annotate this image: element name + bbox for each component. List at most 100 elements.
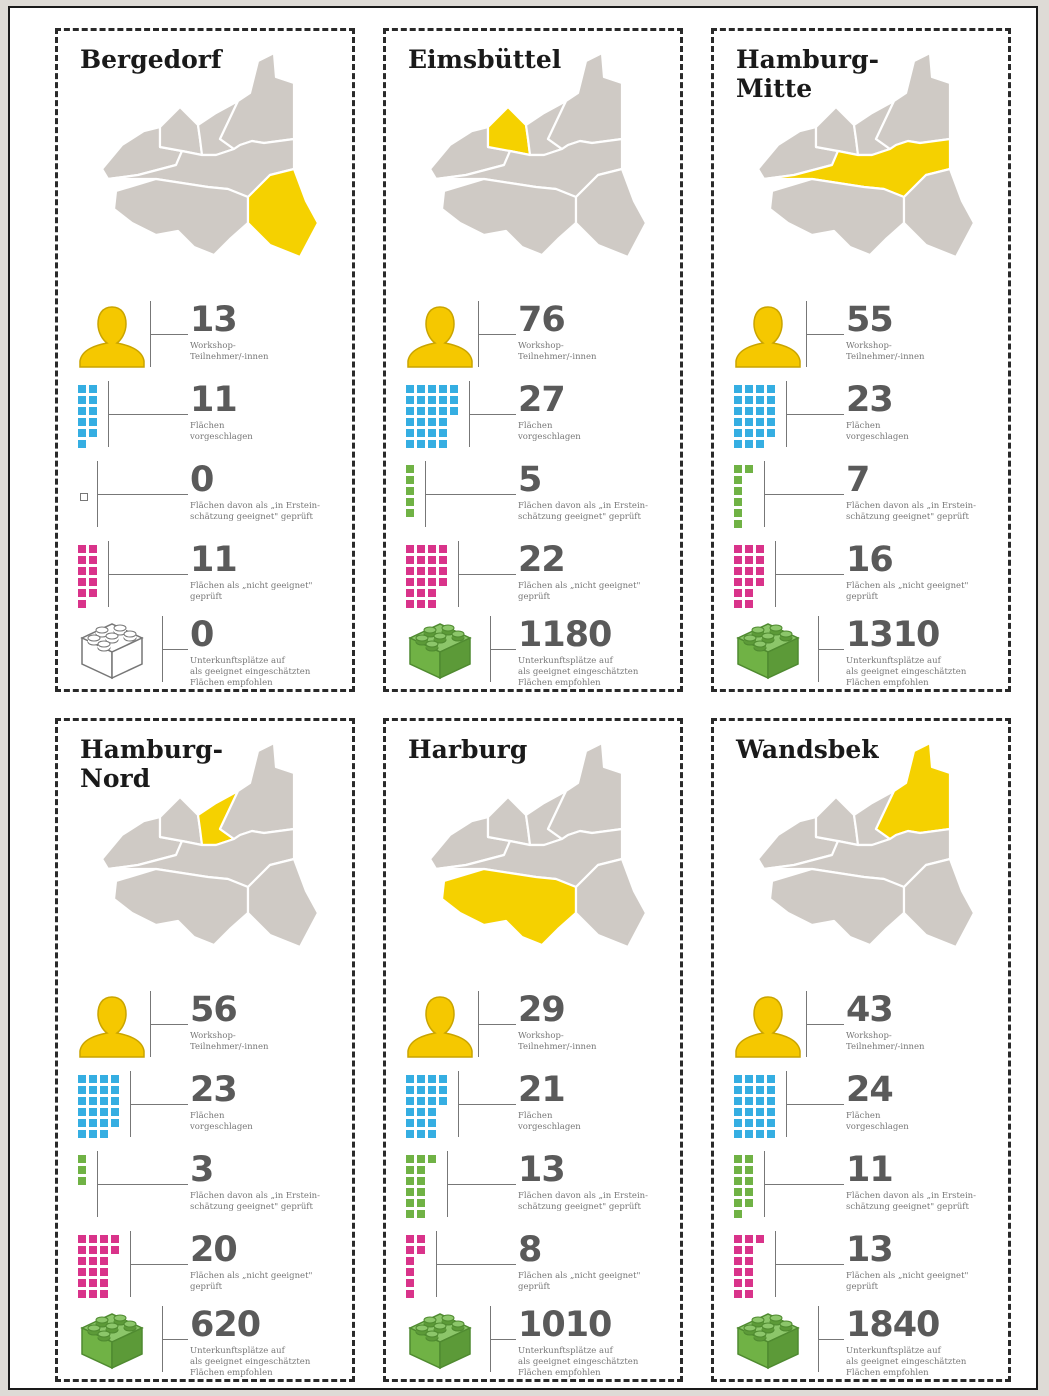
grid-square — [734, 1188, 742, 1196]
grid-square — [89, 1097, 97, 1105]
grid-square — [111, 1086, 119, 1094]
stat-value: 56 — [190, 990, 238, 1030]
connector-line — [108, 574, 188, 575]
grid-square — [78, 1166, 86, 1174]
grid-square — [745, 600, 753, 608]
grid-square — [100, 1075, 108, 1083]
connector-line — [458, 574, 516, 575]
grid-square — [734, 1290, 742, 1298]
grid-square — [100, 1235, 108, 1243]
grid-square — [428, 429, 436, 437]
grid-square — [428, 1097, 436, 1105]
grid-square — [734, 1268, 742, 1276]
connector-line — [490, 1339, 516, 1340]
map-region-eimsbuettel — [814, 105, 860, 157]
grid-icon — [78, 1235, 146, 1299]
stat-value: 23 — [190, 1070, 238, 1110]
grid-square — [734, 1130, 742, 1138]
grid-square — [428, 1075, 436, 1083]
connector-line — [162, 1339, 188, 1340]
grid-icon — [406, 1075, 474, 1139]
connector-line — [764, 1184, 844, 1185]
stat-value: 21 — [518, 1070, 566, 1110]
grid-square — [767, 1130, 775, 1138]
grid-square — [406, 589, 414, 597]
district-title: Hamburg- Mitte — [736, 45, 879, 103]
grid-square — [745, 1246, 753, 1254]
stat-value: 11 — [190, 380, 238, 420]
stat-value: 20 — [190, 1230, 238, 1270]
grid-square — [734, 1155, 742, 1163]
grid-square — [734, 578, 742, 586]
grid-square — [745, 407, 753, 415]
stat-label: Flächen vorgeschlagen — [518, 1111, 581, 1132]
grid-square — [89, 545, 97, 553]
grid-square — [439, 1086, 447, 1094]
stat-value: 27 — [518, 380, 566, 420]
connector-line — [786, 414, 844, 415]
grid-square — [89, 1268, 97, 1276]
person-icon — [735, 306, 801, 368]
grid-square — [406, 1210, 414, 1218]
grid-square — [734, 509, 742, 517]
grid-square — [78, 600, 86, 608]
grid-square — [89, 396, 97, 404]
grid-square — [734, 1235, 742, 1243]
grid-square — [417, 1188, 425, 1196]
grid-square — [111, 1075, 119, 1083]
grid-square — [756, 407, 764, 415]
grid-square — [406, 1235, 414, 1243]
grid-square — [756, 1108, 764, 1116]
stat-label: Flächen davon als „in Erstein- schätzung… — [190, 501, 321, 522]
hamburg-district-map — [756, 741, 974, 949]
connector-line — [478, 1024, 516, 1025]
grid-square — [734, 498, 742, 506]
stat-value: 11 — [846, 1150, 894, 1190]
grid-square — [734, 1246, 742, 1254]
grid-square — [439, 396, 447, 404]
grid-square — [756, 1075, 764, 1083]
grid-square — [745, 1108, 753, 1116]
grid-icon — [734, 385, 802, 449]
grid-icon — [78, 385, 146, 449]
grid-square — [734, 1166, 742, 1174]
grid-square — [756, 556, 764, 564]
grid-square — [417, 567, 425, 575]
grid-square — [428, 589, 436, 597]
grid-square — [439, 578, 447, 586]
grid-square — [406, 1119, 414, 1127]
hamburg-district-map — [100, 741, 318, 949]
grid-square — [756, 1119, 764, 1127]
grid-square — [406, 1177, 414, 1185]
grid-square — [767, 429, 775, 437]
grid-square — [89, 1235, 97, 1243]
grid-square — [428, 1155, 436, 1163]
grid-square — [767, 1086, 775, 1094]
person-icon — [735, 996, 801, 1058]
grid-square — [100, 1086, 108, 1094]
grid-square — [450, 385, 458, 393]
grid-square — [734, 1075, 742, 1083]
grid-square — [745, 578, 753, 586]
grid-square — [406, 1246, 414, 1254]
grid-square — [89, 1246, 97, 1254]
grid-square — [734, 440, 742, 448]
stat-value: 13 — [190, 300, 238, 340]
map-region-eimsbuettel — [158, 105, 204, 157]
grid-square — [89, 1279, 97, 1287]
grid-square — [406, 600, 414, 608]
stat-label: Unterkunftsplätze auf als geeignet einge… — [846, 656, 967, 688]
map-region-bergedorf — [246, 857, 318, 949]
grid-square — [439, 556, 447, 564]
grid-square — [89, 1130, 97, 1138]
grid-square — [406, 545, 414, 553]
grid-square — [406, 1130, 414, 1138]
